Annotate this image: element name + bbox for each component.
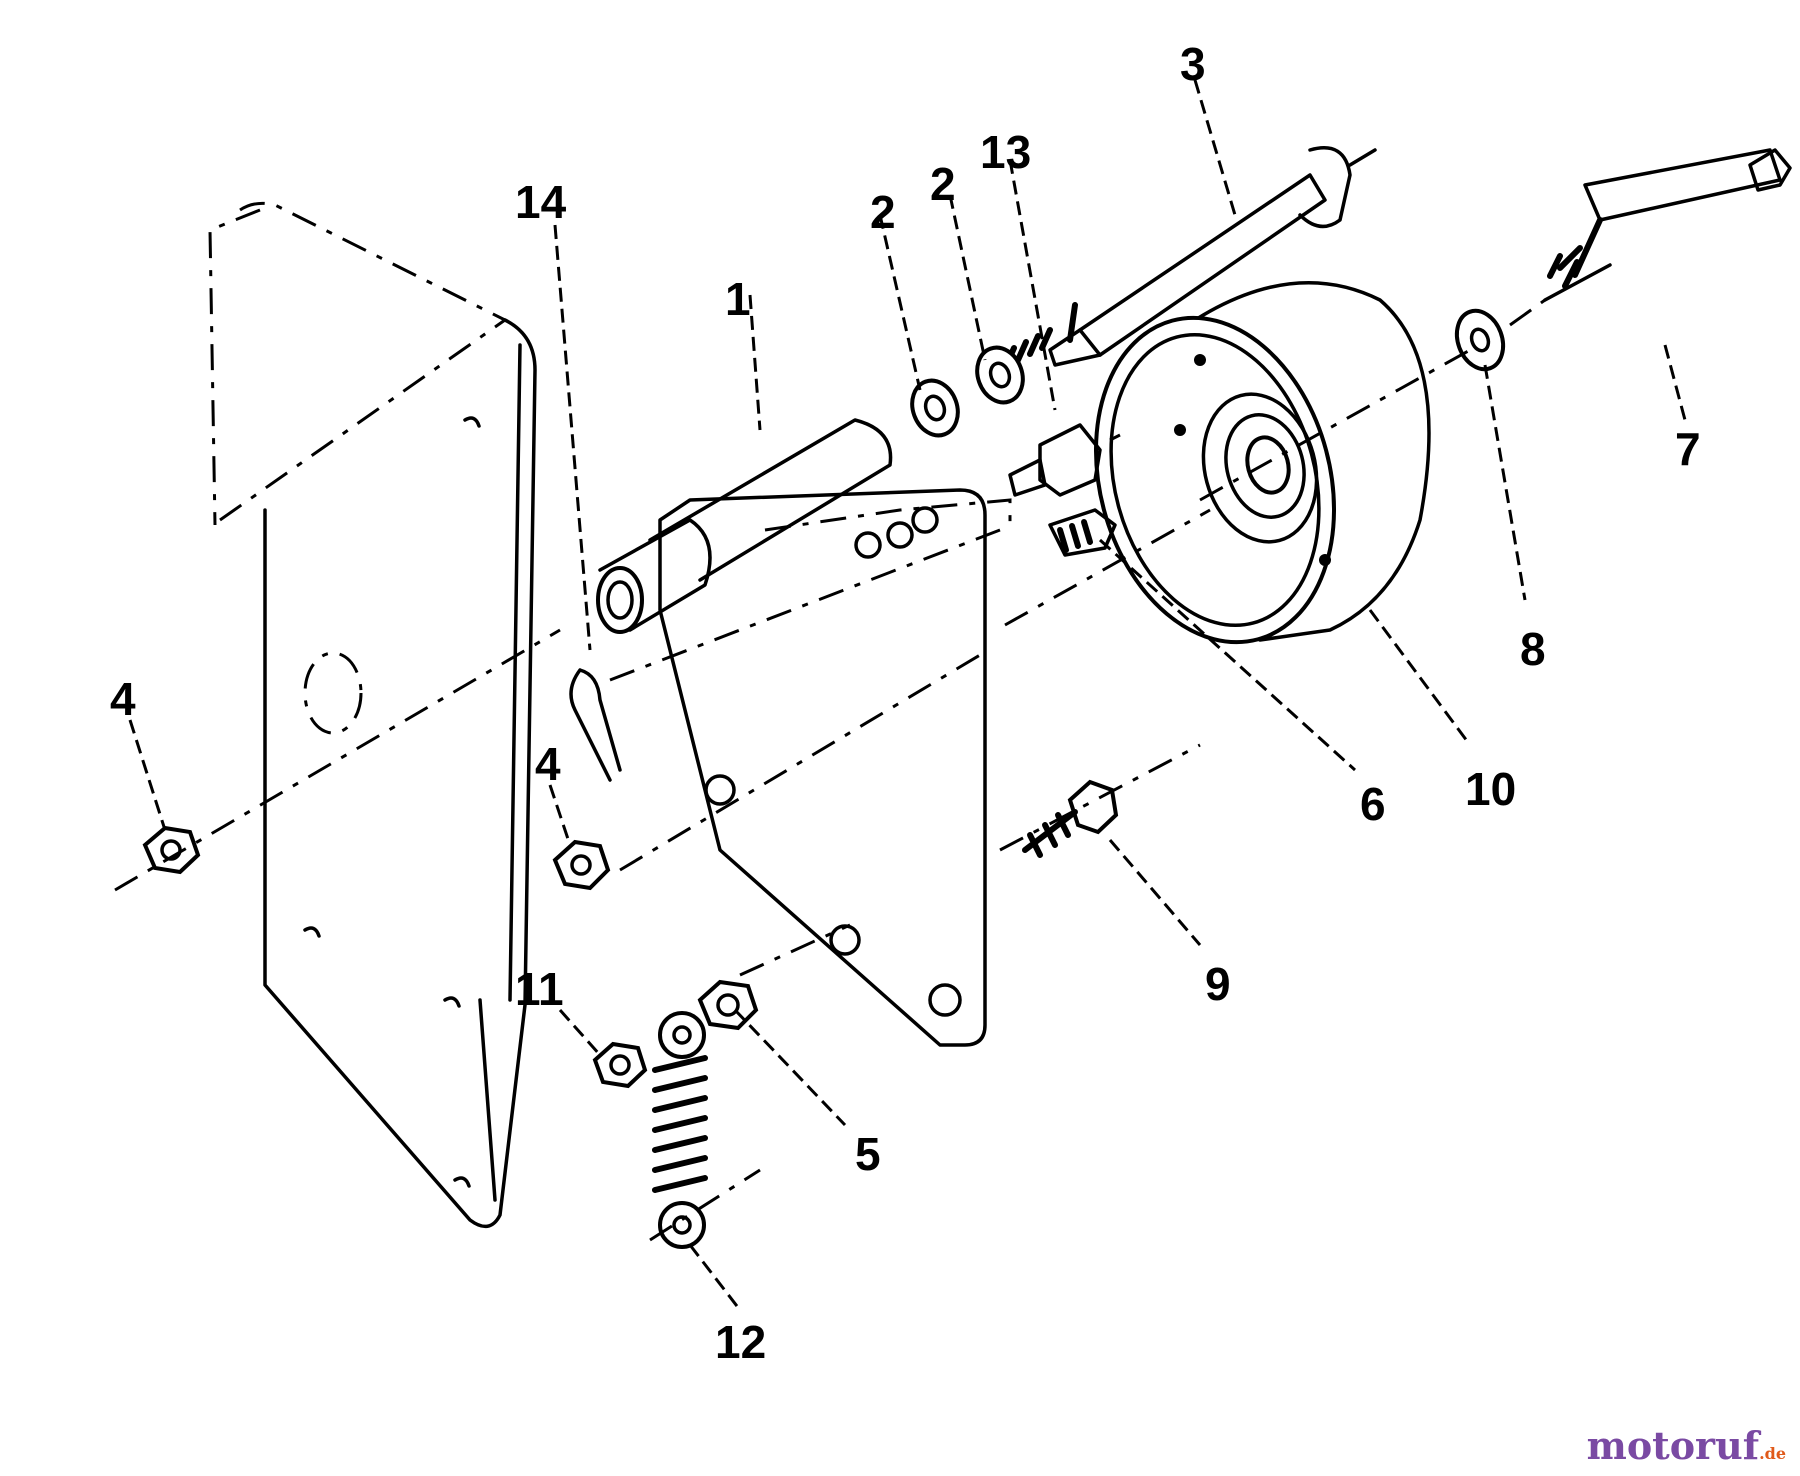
watermark-logo: motoruf.de	[1587, 1423, 1786, 1468]
callout-4b: 4	[535, 738, 561, 790]
callout-12: 12	[715, 1316, 766, 1368]
grease-fitting-6	[1048, 508, 1117, 557]
frame-plate	[208, 201, 537, 1229]
callout-9: 9	[1205, 958, 1231, 1010]
callout-4a: 4	[110, 673, 136, 725]
cotter-pin	[569, 668, 622, 782]
callout-3: 3	[1180, 38, 1206, 90]
watermark-brand: motoruf	[1586, 1423, 1760, 1468]
callout-7: 7	[1675, 423, 1701, 475]
nut-5	[697, 979, 759, 1031]
callout-labels: 1 2 2 3 4 4 5 6 7 8 9 10 11 12 13 14	[110, 38, 1701, 1368]
long-bolt	[1543, 148, 1792, 302]
idler-pulley	[1093, 281, 1431, 645]
washer-2b	[975, 345, 1025, 405]
nut-4-center	[552, 839, 611, 891]
callout-2a: 2	[870, 186, 896, 238]
assembly-axis-lines	[114, 298, 1546, 1242]
bolt-9	[1022, 779, 1119, 858]
idler-arm-bracket	[596, 418, 987, 1047]
pivot-shaft	[1003, 146, 1377, 369]
watermark-tld: .de	[1759, 1444, 1786, 1463]
callout-2b: 2	[930, 158, 956, 210]
callout-8: 8	[1520, 623, 1546, 675]
callout-5: 5	[855, 1128, 881, 1180]
tension-spring	[652, 1011, 708, 1249]
grease-fitting-13	[1008, 423, 1102, 497]
callout-10: 10	[1465, 763, 1516, 815]
callout-11: 11	[515, 963, 564, 1015]
callout-13: 13	[980, 126, 1031, 178]
washer-8	[1454, 308, 1506, 372]
callout-14: 14	[515, 176, 567, 228]
callout-1: 1	[725, 273, 751, 325]
callout-6: 6	[1360, 778, 1386, 830]
washer-2a	[910, 378, 960, 438]
nut-11	[592, 1041, 648, 1089]
nut-4-left	[142, 825, 201, 875]
leader-lines	[128, 79, 1687, 1311]
